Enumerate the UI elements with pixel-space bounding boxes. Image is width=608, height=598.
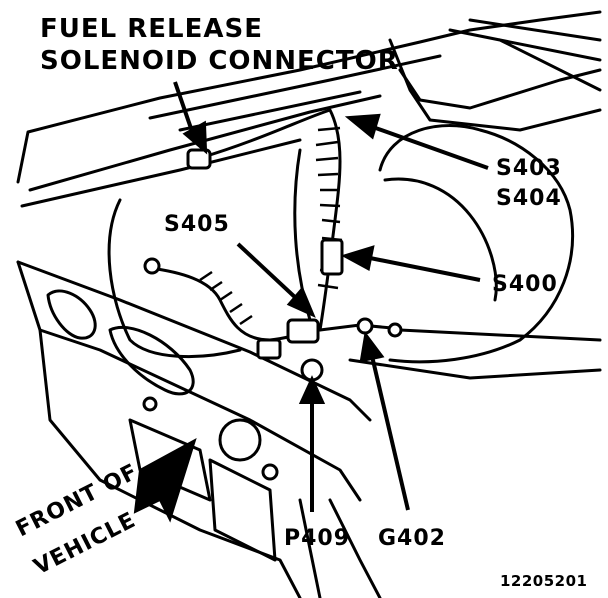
- left-connector: [256, 338, 282, 360]
- p409-arrowhead: [298, 375, 326, 404]
- s405-arrowhead: [286, 286, 316, 318]
- s403-label: S403: [496, 156, 562, 181]
- frame-hole-small: [261, 463, 279, 481]
- frame-bracket-2: [208, 458, 277, 562]
- s405-leader: [236, 242, 300, 302]
- g402-arrowhead: [359, 331, 385, 363]
- frame-hole-large: [218, 418, 262, 462]
- fuel-solenoid-connector: [186, 148, 212, 170]
- wire-harness-main: [198, 108, 342, 332]
- strut-tower: [378, 124, 575, 364]
- g402-ground: [356, 317, 374, 335]
- s403-arrowhead: [344, 113, 381, 140]
- frame-bracket: [128, 418, 212, 502]
- fuel-release-label-line1: FUEL RELEASE: [40, 14, 263, 44]
- frame-rail-slot-2: [108, 325, 195, 396]
- wire-harness-loop: [107, 198, 242, 358]
- frame-rail-top: [16, 260, 372, 422]
- frame-rail-slot: [46, 289, 97, 340]
- s400-leader: [369, 256, 481, 282]
- right-upper-structure-2: [388, 38, 602, 132]
- g402-leader: [370, 355, 410, 511]
- cowl-panel-inner: [28, 94, 382, 192]
- cowl-panel: [16, 10, 602, 184]
- strut-tower-inner: [383, 177, 498, 302]
- figure-number: 12205201: [500, 572, 588, 590]
- upper-rail: [148, 54, 442, 132]
- fuel-release-label-line2: SOLENOID CONNECTOR: [40, 46, 399, 76]
- s400-arrowhead: [340, 245, 375, 272]
- right-diagonal-lines: [448, 18, 602, 92]
- front-direction-arrow: [133, 437, 197, 523]
- g402-label: G402: [378, 526, 446, 551]
- harness-sheath-2: [199, 270, 253, 326]
- left-grommet: [143, 257, 161, 275]
- ground-stud: [387, 322, 403, 338]
- s405-splice: [286, 318, 320, 344]
- p409-label: P409: [284, 526, 351, 551]
- frame-hole: [142, 396, 158, 412]
- bumper-lines: [298, 498, 382, 598]
- frame-rail-bottom: [38, 328, 362, 502]
- fender-lower: [348, 358, 602, 380]
- s403-leader: [369, 124, 489, 170]
- s400-splice: [320, 238, 344, 276]
- s405-label: S405: [164, 212, 230, 237]
- fender-lower-2: [398, 328, 602, 342]
- fuel-release-arrowhead: [182, 120, 208, 155]
- wire-harness-right: [318, 323, 394, 332]
- frame-rail-edge: [16, 260, 302, 598]
- cowl-panel-line: [20, 138, 302, 208]
- s400-label: S400: [492, 272, 558, 297]
- s404-label: S404: [496, 186, 562, 211]
